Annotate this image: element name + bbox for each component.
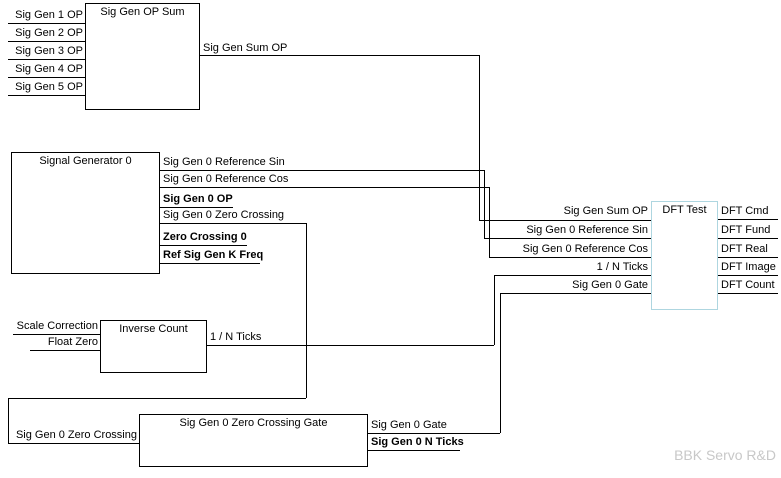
port-sig-gen-0-op[interactable]: Sig Gen 0 OP bbox=[163, 193, 233, 205]
wire-gate-h2 bbox=[500, 293, 651, 294]
wire-scale-correction bbox=[13, 334, 100, 335]
wire-sig-gen-3-op bbox=[8, 59, 85, 60]
watermark: BBK Servo R&D bbox=[674, 447, 776, 463]
port-dft-in-sum-op[interactable]: Sig Gen Sum OP bbox=[563, 205, 648, 217]
port-ref-sig-gen-k-freq[interactable]: Ref Sig Gen K Freq bbox=[163, 249, 264, 261]
port-sig-gen-5-op[interactable]: Sig Gen 5 OP bbox=[15, 81, 83, 93]
wire-zero-crossing-v2 bbox=[8, 398, 9, 443]
port-sig-gen-3-op[interactable]: Sig Gen 3 OP bbox=[15, 45, 83, 57]
dft-test-block[interactable]: DFT Test bbox=[651, 201, 718, 310]
inverse-count-block[interactable]: Inverse Count bbox=[100, 320, 207, 373]
wire-dft-real bbox=[718, 257, 778, 258]
wire-ref-sin-h1 bbox=[160, 170, 484, 171]
wire-sig-gen-2-op bbox=[8, 41, 85, 42]
port-sig-gen-0-gate-out[interactable]: Sig Gen 0 Gate bbox=[371, 419, 447, 431]
zero-crossing-gate-title: Sig Gen 0 Zero Crossing Gate bbox=[179, 417, 328, 429]
signal-generator-0-block[interactable]: Signal Generator 0 bbox=[11, 152, 160, 274]
port-gate-zero-crossing-in[interactable]: Sig Gen 0 Zero Crossing bbox=[15, 429, 137, 441]
port-sig-gen-0-reference-cos[interactable]: Sig Gen 0 Reference Cos bbox=[163, 173, 289, 185]
port-dft-in-1-n-ticks[interactable]: 1 / N Ticks bbox=[596, 261, 648, 273]
port-dft-in-gate[interactable]: Sig Gen 0 Gate bbox=[572, 279, 648, 291]
port-dft-fund[interactable]: DFT Fund bbox=[721, 224, 771, 236]
wire-sig-gen-sum-op-h1 bbox=[200, 55, 479, 56]
wire-ref-cos-v bbox=[489, 187, 490, 257]
inverse-count-title: Inverse Count bbox=[119, 323, 188, 335]
wire-sig-gen-sum-op-v bbox=[479, 55, 480, 220]
wire-ref-cos-h1 bbox=[160, 187, 489, 188]
port-sig-gen-1-op[interactable]: Sig Gen 1 OP bbox=[15, 9, 83, 21]
port-dft-in-ref-cos[interactable]: Sig Gen 0 Reference Cos bbox=[522, 243, 648, 255]
port-float-zero[interactable]: Float Zero bbox=[47, 336, 98, 348]
wire-1-n-ticks-h1 bbox=[207, 345, 494, 346]
wire-dft-image bbox=[718, 275, 778, 276]
wire-ref-cos-h2 bbox=[489, 257, 651, 258]
wire-sig-gen-0-op-stub bbox=[160, 207, 233, 208]
port-zero-crossing-0[interactable]: Zero Crossing 0 bbox=[163, 231, 247, 243]
wire-zero-crossing-h1 bbox=[160, 223, 306, 224]
wire-sig-gen-sum-op-h2 bbox=[479, 220, 651, 221]
wire-gate-v bbox=[500, 293, 501, 433]
port-scale-correction[interactable]: Scale Correction bbox=[16, 320, 98, 332]
wire-ref-sig-gen-k-freq-stub bbox=[160, 263, 260, 264]
wire-1-n-ticks-v bbox=[494, 275, 495, 345]
wire-ref-sin-v bbox=[484, 170, 485, 238]
sig-gen-op-sum-block[interactable]: Sig Gen OP Sum bbox=[85, 3, 200, 110]
port-dft-cmd[interactable]: DFT Cmd bbox=[721, 205, 769, 217]
wire-ref-sin-h2 bbox=[484, 238, 651, 239]
wire-zero-crossing-0-stub bbox=[160, 245, 247, 246]
wire-sig-gen-4-op bbox=[8, 77, 85, 78]
port-dft-real[interactable]: DFT Real bbox=[721, 243, 768, 255]
zero-crossing-gate-block[interactable]: Sig Gen 0 Zero Crossing Gate bbox=[139, 414, 368, 467]
wire-n-ticks-stub bbox=[368, 450, 460, 451]
port-dft-count[interactable]: DFT Count bbox=[721, 279, 775, 291]
signal-generator-0-title: Signal Generator 0 bbox=[39, 155, 132, 167]
port-sig-gen-0-reference-sin[interactable]: Sig Gen 0 Reference Sin bbox=[163, 156, 285, 168]
port-sig-gen-0-n-ticks-out[interactable]: Sig Gen 0 N Ticks bbox=[371, 436, 464, 448]
port-sig-gen-4-op[interactable]: Sig Gen 4 OP bbox=[15, 63, 83, 75]
sig-gen-op-sum-title: Sig Gen OP Sum bbox=[100, 6, 185, 18]
port-dft-image[interactable]: DFT Image bbox=[721, 261, 776, 273]
wire-dft-fund bbox=[718, 238, 778, 239]
port-dft-in-ref-sin[interactable]: Sig Gen 0 Reference Sin bbox=[526, 224, 648, 236]
dft-test-title: DFT Test bbox=[662, 204, 707, 216]
wire-sig-gen-5-op bbox=[8, 95, 85, 96]
wire-zero-crossing-v1 bbox=[306, 223, 307, 398]
wire-float-zero bbox=[30, 350, 100, 351]
wire-zero-crossing-h2 bbox=[8, 398, 306, 399]
port-sig-gen-0-zero-crossing[interactable]: Sig Gen 0 Zero Crossing bbox=[163, 209, 285, 221]
wire-zero-crossing-h3 bbox=[8, 443, 139, 444]
wire-sig-gen-1-op bbox=[8, 23, 85, 24]
port-sig-gen-sum-op[interactable]: Sig Gen Sum OP bbox=[203, 42, 288, 54]
wire-dft-count bbox=[718, 293, 778, 294]
wire-1-n-ticks-h2 bbox=[494, 275, 651, 276]
wire-gate-h1 bbox=[368, 433, 500, 434]
wire-dft-cmd bbox=[718, 219, 778, 220]
port-sig-gen-2-op[interactable]: Sig Gen 2 OP bbox=[15, 27, 83, 39]
port-1-n-ticks-out[interactable]: 1 / N Ticks bbox=[210, 331, 262, 343]
